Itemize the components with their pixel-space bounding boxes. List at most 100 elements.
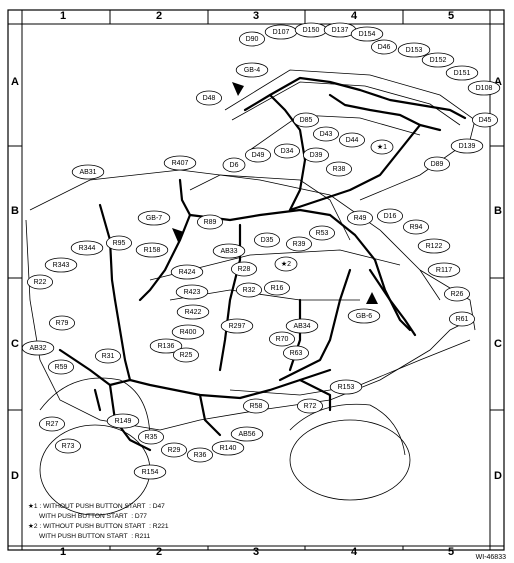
- callout-label: D6: [230, 162, 239, 169]
- row-label: A: [11, 76, 19, 88]
- callout-label: R58: [250, 403, 263, 410]
- connector-callout: R16: [263, 280, 290, 296]
- ground-point-callout: GB-7: [137, 210, 171, 226]
- column-label: 1: [60, 10, 67, 22]
- callout-bubble: [417, 238, 451, 254]
- callout-bubble: [48, 359, 75, 375]
- callout-label: R63: [290, 350, 303, 357]
- callout-bubble: [370, 39, 397, 55]
- callout-bubble: [196, 214, 223, 230]
- callout-bubble: [302, 147, 329, 163]
- footnote-line: WITH PUSH BUTTON START : R211: [28, 533, 151, 540]
- callout-bubble: [230, 426, 264, 442]
- connector-callout: R400: [171, 324, 205, 340]
- callout-label: D43: [320, 131, 333, 138]
- callout-label: R35: [145, 434, 158, 441]
- column-label: 5: [448, 546, 455, 558]
- callout-label: R32: [243, 287, 256, 294]
- connector-callout: AB56: [230, 426, 264, 442]
- callout-bubble: [39, 416, 66, 432]
- callout-label: R297: [229, 323, 246, 330]
- connector-callout: R407: [163, 155, 197, 171]
- callout-label: D46: [378, 44, 391, 51]
- callout-label: R39: [293, 241, 306, 248]
- callout-bubble: [423, 156, 450, 172]
- connector-callout: R136: [149, 338, 183, 354]
- callout-bubble: [212, 243, 246, 259]
- callout-bubble: [149, 338, 183, 354]
- callout-label: D85: [300, 117, 313, 124]
- callout-bubble: [106, 413, 140, 429]
- connector-callout: D153: [397, 42, 431, 58]
- connector-callout: D45: [471, 112, 498, 128]
- callout-bubble: [235, 62, 269, 78]
- footnote-line: WITH PUSH BUTTON START : D77: [28, 513, 147, 520]
- callout-bubble: [238, 31, 265, 47]
- connector-callout: ★1: [370, 139, 394, 155]
- connector-callout: D85: [292, 112, 319, 128]
- callout-label: D139: [459, 143, 476, 150]
- callout-label: R28: [238, 266, 251, 273]
- callout-bubble: [55, 438, 82, 454]
- callout-label: D90: [246, 36, 259, 43]
- callout-bubble: [242, 398, 269, 414]
- column-label: 4: [351, 10, 358, 22]
- connector-callout: R423: [175, 284, 209, 300]
- callout-bubble: [427, 262, 461, 278]
- callout-label: R26: [451, 291, 464, 298]
- connector-callout: R79: [49, 315, 76, 331]
- callout-bubble: [467, 80, 501, 96]
- column-label: 3: [253, 546, 260, 558]
- connector-callout: R153: [329, 379, 363, 395]
- connector-callout: D48: [195, 90, 222, 106]
- callout-label: R72: [304, 403, 317, 410]
- callout-bubble: [397, 42, 431, 58]
- callout-bubble: [312, 126, 339, 142]
- callout-label: R154: [142, 469, 159, 476]
- connector-callout: R31: [95, 348, 122, 364]
- connector-callout: R26: [443, 286, 470, 302]
- callout-label: D137: [332, 27, 349, 34]
- callout-label: R422: [185, 309, 202, 316]
- column-label: 4: [351, 546, 358, 558]
- connector-callout: R39: [285, 236, 312, 252]
- callout-label: AB34: [293, 323, 310, 330]
- figure-id: WI-46833: [475, 554, 506, 561]
- callout-label: AB31: [79, 169, 96, 176]
- callout-bubble: [268, 331, 295, 347]
- callout-bubble: [163, 155, 197, 171]
- callout-bubble: [44, 257, 78, 273]
- ground-point-callout: GB-6: [347, 308, 381, 324]
- connector-callout: D49: [244, 147, 271, 163]
- connector-callout: R94: [402, 219, 429, 235]
- callout-bubble: [137, 429, 164, 445]
- row-label: C: [11, 338, 19, 350]
- callout-bubble: [160, 442, 187, 458]
- connector-callout: D34: [273, 143, 300, 159]
- callout-label: R343: [53, 262, 70, 269]
- callout-label: GB-6: [356, 313, 372, 320]
- connector-callout: R58: [242, 398, 269, 414]
- callout-label: GB-7: [146, 215, 162, 222]
- callout-label: D34: [281, 148, 294, 155]
- connector-callout: R49: [346, 210, 373, 226]
- callout-label: D150: [303, 27, 320, 34]
- callout-bubble: [253, 232, 280, 248]
- connector-callout: R158: [135, 242, 169, 258]
- callout-bubble: [285, 236, 312, 252]
- row-label: C: [494, 338, 502, 350]
- footnote-line: ★1 : WITHOUT PUSH BUTTON START : D47: [28, 503, 165, 510]
- connector-callout: D107: [264, 24, 298, 40]
- connector-callout: AB34: [285, 318, 319, 334]
- connector-callout: AB33: [212, 243, 246, 259]
- row-label: D: [11, 470, 19, 482]
- callout-label: R31: [102, 353, 115, 360]
- callout-label: R423: [184, 289, 201, 296]
- connector-callout: R38: [325, 161, 352, 177]
- callout-bubble: [211, 440, 245, 456]
- footnotes: ★1 : WITHOUT PUSH BUTTON START : D47 WIT…: [28, 502, 169, 542]
- connector-callout: AB31: [71, 164, 105, 180]
- callout-label: AB32: [29, 345, 46, 352]
